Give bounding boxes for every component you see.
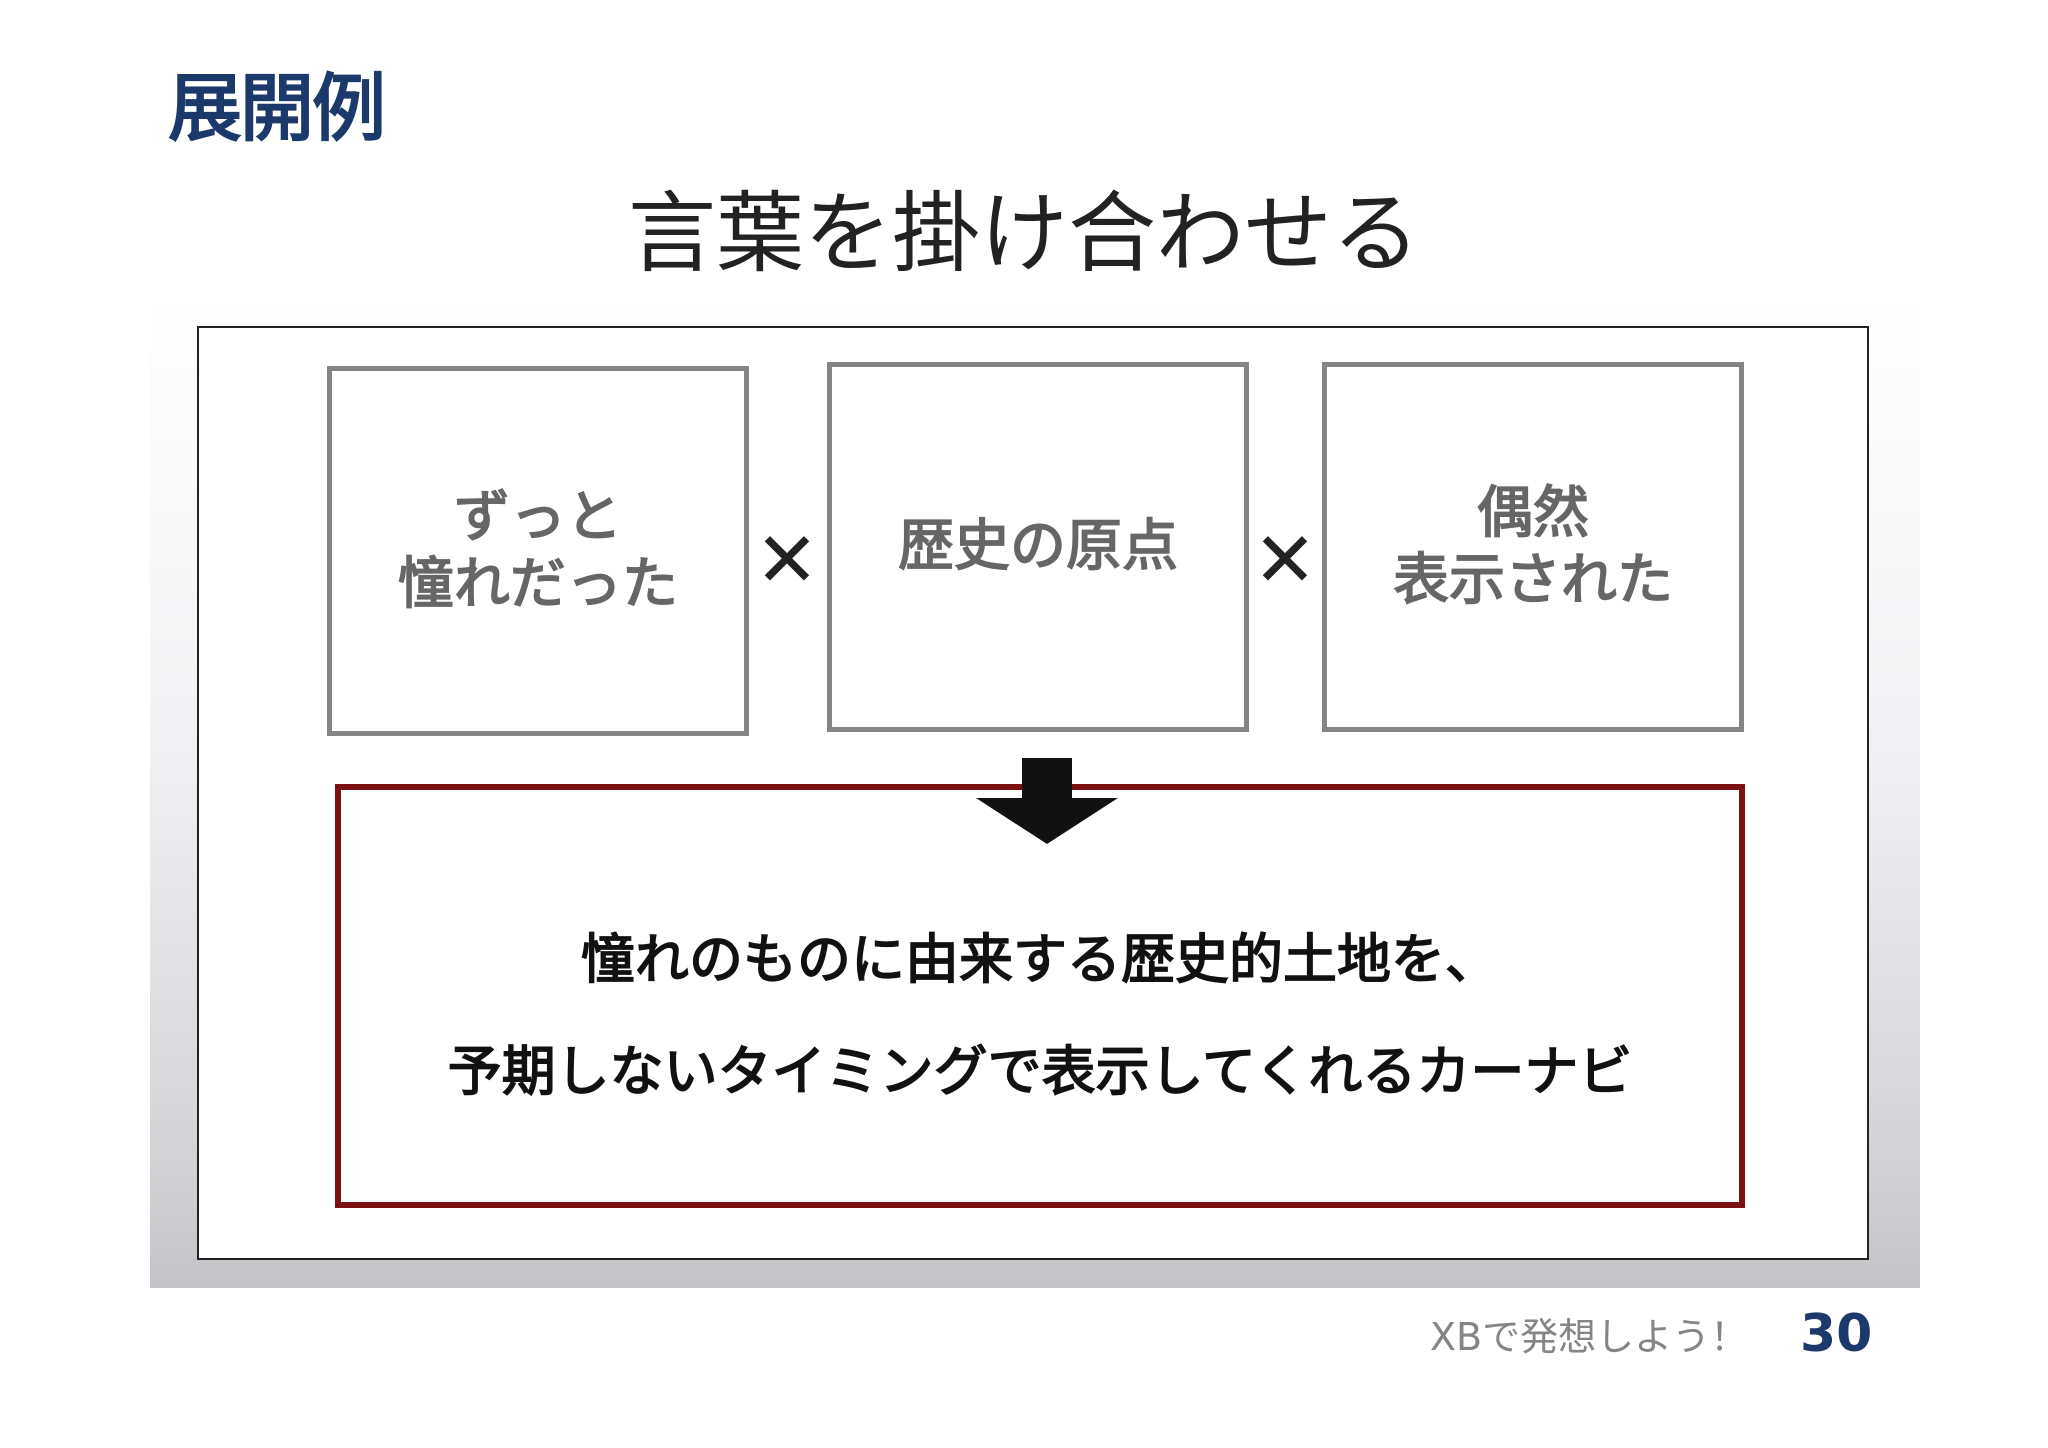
term-box-line: ずっと [454,484,622,550]
slide-subtitle: 言葉を掛け合わせる [627,182,1420,285]
arrow-down-icon [976,758,1118,844]
term-box-line: 憧れだった [398,552,678,617]
term-box-line: 表示された [1393,548,1673,613]
result-line: 予期しないタイミングで表示してくれるカーナビ [447,1040,1633,1103]
slide-title: 展開例 [168,66,386,152]
term-box-chance-display: 偶然 表示された [1322,362,1744,732]
page-number: 30 [1800,1304,1873,1364]
multiply-icon: ✕ [755,515,819,604]
term-box-line: 歴史の原点 [898,514,1178,580]
term-box-longing: ずっと 憧れだった [327,366,749,736]
result-box: 憧れのものに由来する歴史的土地を、 予期しないタイミングで表示してくれるカーナビ [335,784,1745,1208]
multiply-icon: ✕ [1253,515,1317,604]
footer-text: XBで発想しよう！ [1430,1315,1749,1359]
term-box-line: 偶然 [1477,480,1589,546]
result-line: 憧れのものに由来する歴史的土地を、 [581,928,1499,991]
term-box-historical-origin: 歴史の原点 [827,362,1249,732]
